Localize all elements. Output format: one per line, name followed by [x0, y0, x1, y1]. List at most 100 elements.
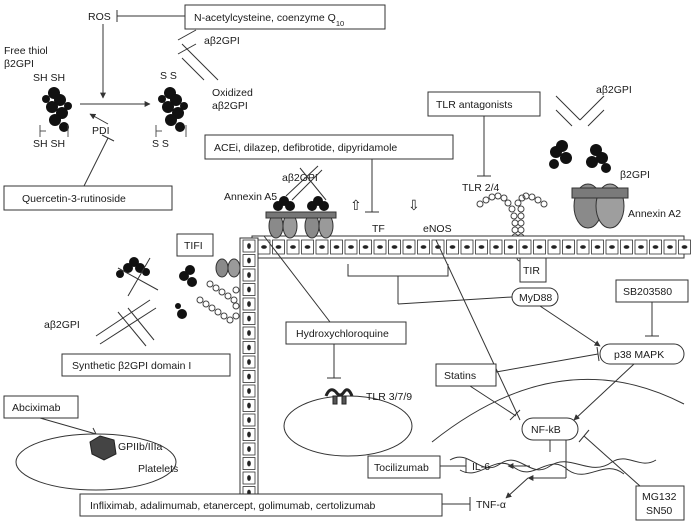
mg132-inhibition-line [583, 435, 641, 487]
sh-bottom-label: SH SH [33, 138, 65, 150]
infliximab-label: Infliximab, adalimumab, etanercept, goli… [90, 500, 376, 512]
free-thiol-label-1: Free thiol [4, 45, 48, 57]
membrane-cell-nucleus [275, 245, 282, 249]
membrane-cell-nucleus [449, 245, 456, 249]
tlr-left-chain [196, 280, 240, 324]
gp-label: GPIIb/IIIa [118, 441, 163, 453]
membrane-cell-nucleus [551, 245, 557, 249]
tf-up-arrow: ⇧ [350, 197, 362, 213]
tlr-antagonists-box [427, 91, 541, 117]
oxidized-label-2: aβ2GPI [212, 100, 248, 112]
acei-label: ACEi, dilazep, defibrotide, dipyridamole [214, 142, 397, 154]
endosome [283, 395, 413, 457]
p38-to-nfkb-arrow [573, 363, 635, 421]
membrane-brace [347, 264, 449, 290]
free-thiol-b2gpi-molecule [42, 87, 72, 132]
mg132-box [635, 485, 685, 521]
membrane-cell-nucleus [247, 315, 251, 322]
gp-receptor-icon [89, 435, 117, 461]
tir-box [519, 257, 547, 283]
antibody-top-icon [177, 29, 219, 81]
tifi-box [176, 233, 214, 257]
membrane-cell-nucleus [377, 245, 383, 249]
annexin-a5-label: Annexin A5 [224, 191, 277, 203]
mg132-label: MG132 [642, 491, 677, 503]
antibody-right-icon [555, 95, 605, 127]
membrane-cell-nucleus [247, 272, 251, 278]
membrane-cell-nucleus [247, 446, 251, 452]
membrane-cell-nucleus [333, 245, 340, 249]
membrane-cell-nucleus [247, 257, 251, 264]
hcq-label: Hydroxychloroquine [296, 328, 389, 340]
b2gpi-right-molecule [549, 140, 611, 173]
pdi-label: PDI [92, 125, 110, 137]
endothelial-membrane [251, 235, 691, 259]
membrane-cell-nucleus [362, 245, 369, 249]
ab2gpi-right-label: aβ2GPI [596, 84, 632, 96]
brace-to-myd88 [397, 296, 513, 305]
s-top-label: S S [160, 70, 177, 82]
membrane-cell-nucleus [609, 245, 615, 249]
enos-label: eNOS [423, 223, 452, 235]
membrane-cell-nucleus [536, 245, 543, 249]
annexin-left-shape [215, 258, 241, 278]
membrane-cell-nucleus [594, 245, 601, 249]
p38-label: p38 MAPK [614, 349, 664, 361]
abciximab-inhibition [39, 417, 97, 435]
myd88-to-p38-arrow [539, 305, 601, 347]
statins-to-p38-inhibition [495, 353, 599, 373]
membrane-cell-nucleus [580, 245, 586, 249]
membrane-cell-nucleus [319, 245, 325, 249]
quercetin-inhibition-line [83, 137, 109, 187]
membrane-cell-nucleus [420, 245, 427, 249]
membrane-cell-nucleus [507, 245, 514, 249]
b2gpi-right-label: β2GPI [620, 169, 650, 181]
membrane-cell-nucleus [247, 417, 251, 423]
ab2gpi-top-label: aβ2GPI [204, 35, 240, 47]
quercetin-label: Quercetin-3-rutinoside [22, 193, 126, 205]
sb203580-label: SB203580 [623, 286, 672, 298]
membrane-cell-nucleus [652, 245, 659, 249]
annexin-a2-shape [571, 183, 629, 229]
membrane-cell-nucleus [290, 245, 296, 249]
membrane-cell-nucleus [247, 286, 251, 293]
synthetic-label: Synthetic β2GPI domain I [72, 360, 191, 372]
membrane-cell-nucleus [261, 245, 267, 249]
platelets-label: Platelets [138, 463, 178, 475]
tifi-label: TIFI [184, 240, 203, 252]
free-thiol-label-2: β2GPI [4, 58, 34, 70]
tnf-arrow-connector [505, 477, 529, 499]
membrane-cell-nucleus [464, 245, 470, 249]
membrane-cell-nucleus [247, 301, 251, 307]
tf-label: TF [372, 223, 385, 235]
oxidized-label-1: Oxidized [212, 87, 253, 99]
annexin-a5-shape [265, 211, 337, 239]
dna-strand [449, 456, 657, 471]
statins-box [435, 363, 497, 387]
tlr379-label: TLR 3/7/9 [366, 391, 412, 403]
membrane-cell-nucleus [247, 373, 251, 380]
tocilizumab-box [367, 455, 441, 479]
myd88-label: MyD88 [519, 292, 552, 304]
membrane-cell-nucleus [406, 245, 412, 249]
antibody-a5-icon [285, 165, 327, 201]
membrane-cell-nucleus [681, 245, 688, 249]
nac-box [184, 4, 386, 30]
tnfa-label: TNF-α [476, 499, 506, 511]
membrane-cell-nucleus [247, 330, 251, 336]
membrane-cell-nucleus [565, 245, 572, 249]
membrane-cell-nucleus [667, 245, 673, 249]
membrane-cell-nucleus [247, 388, 251, 394]
membrane-cell-nucleus [247, 475, 251, 481]
ab2gpi-a5-label: aβ2GPI [282, 172, 318, 184]
sh-top-label: SH SH [33, 72, 65, 84]
nac-label: N-acetylcysteine, coenzyme Q10 [194, 12, 344, 28]
abciximab-label: Abciximab [12, 402, 61, 414]
platelet-shape [15, 433, 177, 491]
ros-label: ROS [88, 11, 111, 23]
nfkb-label: NF-kB [531, 424, 561, 436]
tlr-antagonists-label: TLR antagonists [436, 99, 512, 111]
membrane-cell-nucleus [391, 245, 398, 249]
membrane-cell-nucleus [638, 245, 644, 249]
s-bottom-label: S S [152, 138, 169, 150]
